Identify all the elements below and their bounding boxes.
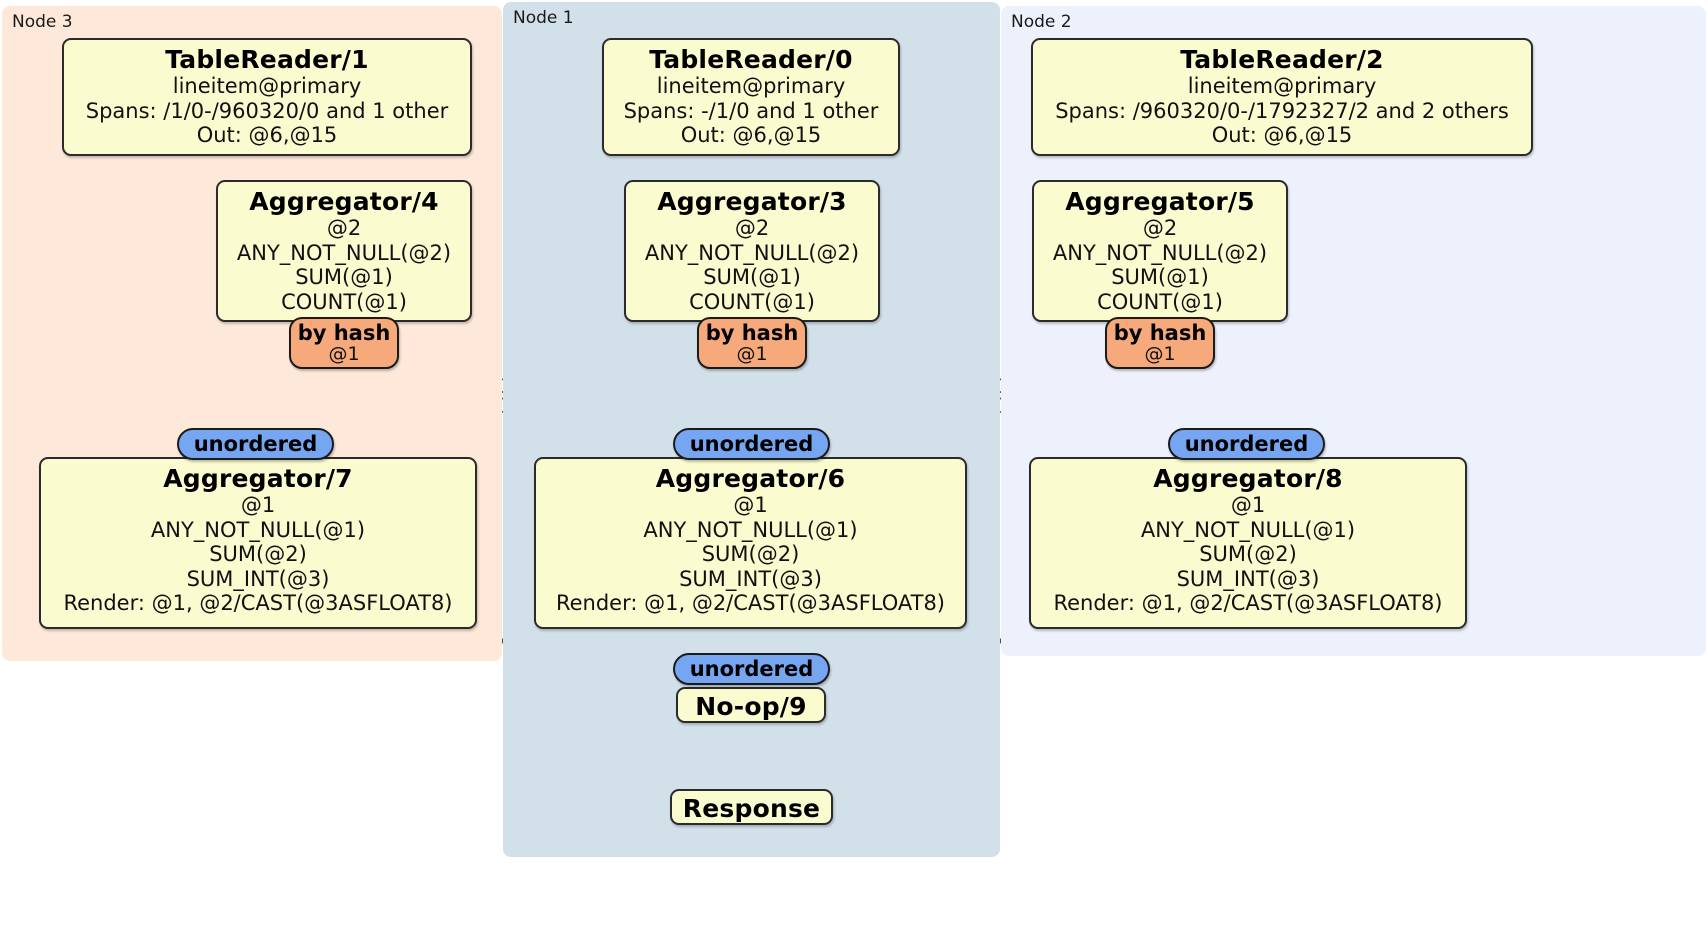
processor-title: Response [682,794,821,823]
processor-detail-line: Out: @6,@15 [1211,123,1353,148]
hash-router-hash4[interactable]: by hash@1 [289,317,399,369]
processor-detail-line: @1 [733,493,768,517]
processor-title: TableReader/2 [1180,45,1384,74]
processor-detail-line: @2 [734,216,770,240]
processor-title: Aggregator/4 [249,187,439,216]
processor-detail-line: ANY_NOT_NULL(@2) [236,240,452,265]
node-label-node2: Node 2 [1011,12,1072,32]
processor-detail-line: SUM(@1) [703,265,801,290]
router-label: unordered [689,432,814,456]
processor-detail-line: SUM(@1) [295,265,393,290]
router-label: by hash [297,321,391,345]
processor-detail-line: SUM_INT(@3) [1176,566,1320,591]
unordered-synchronizer-unord7[interactable]: unordered [177,428,334,460]
router-column: @1 [328,342,360,365]
processor-detail-line: SUM_INT(@3) [679,566,822,591]
processor-detail-line: SUM_INT(@3) [186,566,330,591]
processor-detail-line: Spans: /1/0-/960320/0 and 1 other [85,98,449,123]
processor-detail-line: Render: @1, @2/CAST(@3ASFLOAT8) [1053,591,1443,616]
unordered-synchronizer-unord8[interactable]: unordered [1168,428,1325,460]
processor-detail-line: Render: @1, @2/CAST(@3ASFLOAT8) [555,591,946,616]
processor-detail-line: ANY_NOT_NULL(@1) [643,517,858,542]
processor-detail-line: @1 [240,493,276,517]
node-label-node3: Node 3 [12,12,73,32]
unordered-synchronizer-unord6[interactable]: unordered [673,428,830,460]
processor-title: TableReader/0 [649,45,853,74]
processor-detail-line: COUNT(@1) [689,289,815,314]
processor-detail-line: @1 [1230,493,1266,517]
processor-detail-line: SUM(@2) [701,542,800,567]
processor-title: Aggregator/5 [1065,187,1255,216]
router-label: unordered [193,432,318,456]
processor-detail-line: ANY_NOT_NULL(@2) [644,240,860,265]
router-label: by hash [705,321,799,345]
processor-detail-line: COUNT(@1) [281,289,407,314]
router-label: by hash [1113,321,1207,345]
processor-title: Aggregator/7 [163,464,353,493]
processor-detail-line: ANY_NOT_NULL(@1) [150,517,366,542]
processor-detail-line: @2 [326,216,362,240]
processor-title: TableReader/1 [165,45,369,74]
router-label: unordered [1184,432,1309,456]
hash-router-hash5[interactable]: by hash@1 [1105,317,1215,369]
node-label-node1: Node 1 [513,8,574,28]
processor-title: Aggregator/8 [1153,464,1343,493]
processor-response[interactable]: Response [670,789,833,825]
unordered-synchronizer-unordfinal[interactable]: unordered [673,653,830,685]
processor-detail-line: ANY_NOT_NULL(@2) [1052,240,1268,265]
router-label: unordered [689,657,814,681]
processor-title: Aggregator/6 [655,464,846,493]
processor-detail-line: SUM(@2) [1199,542,1297,567]
processor-detail-line: ANY_NOT_NULL(@1) [1140,517,1356,542]
processor-detail-line: lineitem@primary [656,74,846,98]
router-column: @1 [736,342,768,365]
processor-detail-line: Spans: -/1/0 and 1 other [623,98,879,123]
processor-title: No-op/9 [695,692,807,721]
processor-detail-line: Spans: /960320/0-/1792327/2 and 2 others [1055,98,1509,123]
processor-detail-line: COUNT(@1) [1097,289,1223,314]
processor-detail-line: SUM(@2) [209,542,307,567]
processor-detail-line: Out: @6,@15 [196,123,338,148]
processor-detail-line: Render: @1, @2/CAST(@3ASFLOAT8) [63,591,453,616]
router-column: @1 [1144,342,1176,365]
processor-title: Aggregator/3 [657,187,847,216]
processor-detail-line: lineitem@primary [172,74,362,98]
hash-router-hash3[interactable]: by hash@1 [697,317,807,369]
processor-detail-line: SUM(@1) [1111,265,1209,290]
processor-noop9[interactable]: No-op/9 [676,687,826,723]
processor-detail-line: Out: @6,@15 [680,123,822,148]
processor-detail-line: @2 [1142,216,1178,240]
processor-detail-line: lineitem@primary [1187,74,1377,98]
